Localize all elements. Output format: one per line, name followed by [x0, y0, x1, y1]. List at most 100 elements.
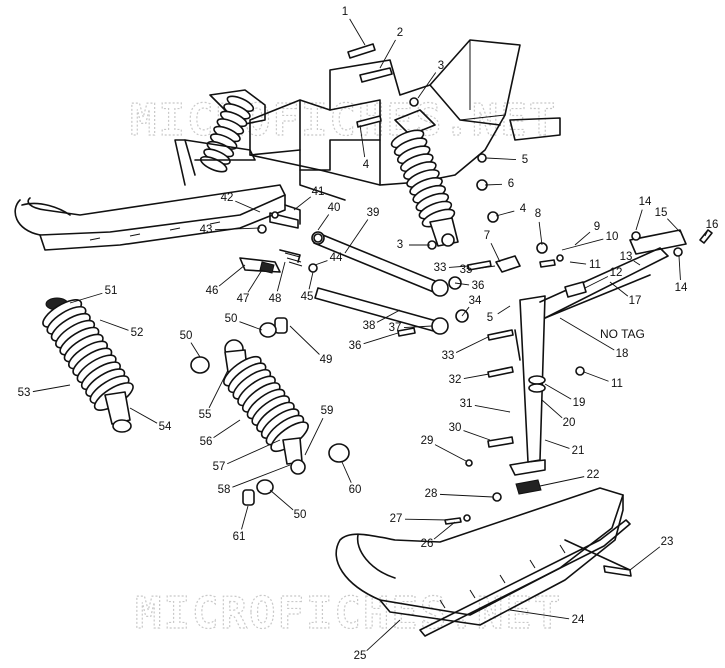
leader-line-c41	[293, 196, 312, 211]
callout-c5b: 5	[487, 312, 493, 324]
callout-c33a: 33	[434, 262, 447, 274]
callout-c61: 61	[233, 531, 246, 543]
callout-c48: 48	[269, 293, 282, 305]
callout-c59: 59	[321, 405, 334, 417]
leader-line-c50a	[239, 321, 263, 331]
leader-line-c10	[561, 238, 604, 251]
callout-c52: 52	[131, 327, 144, 339]
leader-line-c37	[403, 325, 433, 329]
callout-c29: 29	[421, 435, 434, 447]
callout-c55: 55	[199, 409, 212, 421]
leader-line-c28	[439, 493, 494, 498]
callout-c39: 39	[367, 207, 380, 219]
leader-line-c26	[433, 521, 456, 540]
callout-c24: 24	[572, 614, 585, 626]
callout-c4a: 4	[363, 159, 370, 171]
spindle-and-trailing-arm	[495, 229, 687, 476]
leader-line-c51	[69, 292, 103, 304]
callout-c14b: 14	[675, 282, 688, 294]
callout-c40: 40	[328, 202, 341, 214]
leader-line-c21	[544, 439, 570, 449]
leader-line-c39	[344, 219, 369, 254]
leader-line-c29	[434, 444, 467, 462]
leader-line-c46	[218, 264, 246, 287]
leader-line-c34	[461, 306, 470, 317]
callout-c2: 2	[397, 27, 403, 39]
leader-line-c14b	[678, 255, 681, 281]
callout-c17: 17	[629, 295, 642, 307]
callout-c44: 44	[330, 252, 343, 264]
callout-c53: 53	[18, 387, 31, 399]
leader-line-c60	[341, 461, 352, 483]
leader-line-c7	[490, 242, 501, 263]
leader-line-c53	[32, 384, 71, 393]
leader-line-c18	[559, 317, 615, 351]
callout-c28: 28	[425, 488, 438, 500]
leader-line-c9	[574, 231, 591, 246]
callout-c34: 34	[469, 295, 482, 307]
callout-c9: 9	[594, 221, 600, 233]
leader-line-c5b	[497, 305, 511, 315]
callout-c38: 38	[363, 320, 376, 332]
leader-line-c58	[232, 464, 291, 488]
callout-c25: 25	[354, 650, 367, 662]
callout-c50a: 50	[225, 313, 238, 325]
leader-line-c5a	[485, 157, 517, 161]
callout-c15: 15	[655, 207, 668, 219]
callout-c33b: 33	[442, 350, 455, 362]
leader-line-c61	[241, 505, 249, 530]
leader-line-c4b	[495, 210, 515, 217]
callout-c3a: 3	[438, 60, 444, 72]
callout-c58: 58	[218, 484, 231, 496]
leader-line-c48	[276, 261, 286, 292]
callout-c6: 6	[508, 178, 514, 190]
callout-c12: 12	[610, 267, 623, 279]
leader-line-c57	[227, 439, 281, 465]
leader-line-c33a	[448, 265, 469, 268]
leader-line-c56	[213, 419, 241, 439]
leader-line-c59	[304, 417, 324, 456]
center-shock-56	[190, 317, 350, 506]
callout-c4b: 4	[520, 203, 527, 215]
leader-line-c31	[474, 404, 511, 413]
leader-line-c3a	[417, 72, 437, 99]
leader-line-c1	[349, 18, 366, 46]
callout-c23: 23	[661, 536, 674, 548]
leader-line-c11a	[569, 261, 587, 265]
front-shock-52	[42, 297, 134, 433]
leader-line-c50b	[190, 342, 201, 358]
leader-line-c42	[235, 200, 261, 213]
leader-line-c13	[633, 260, 641, 266]
leader-line-c27	[404, 518, 449, 521]
callout-c36a: 36	[472, 280, 485, 292]
callout-leader-lines	[32, 18, 708, 651]
callout-c22: 22	[587, 469, 600, 481]
callout-c43: 43	[200, 224, 213, 236]
callout-c49: 49	[320, 354, 333, 366]
leader-line-c52	[99, 319, 129, 331]
leader-line-c14a	[635, 209, 643, 231]
callout-c42: 42	[221, 192, 234, 204]
leader-line-c33b	[455, 336, 489, 353]
leader-line-c36b	[363, 332, 399, 345]
callout-c13: 13	[620, 251, 633, 263]
callout-c36b: 36	[349, 340, 362, 352]
leader-line-c36a	[454, 282, 470, 286]
callout-c51: 51	[105, 285, 118, 297]
watermark-top: MICROFICHES.NET	[130, 95, 557, 146]
leader-line-c12	[584, 276, 609, 289]
leader-line-c45	[308, 271, 314, 290]
leader-line-c32	[463, 373, 490, 380]
leader-line-c23	[629, 546, 661, 571]
leader-line-c30	[463, 430, 491, 441]
upper-shock-assembly	[390, 109, 459, 247]
leader-line-c15	[667, 218, 681, 233]
callout-c30: 30	[449, 422, 462, 434]
callout-c32: 32	[449, 374, 462, 386]
leader-line-c43	[214, 227, 261, 231]
leader-line-c2	[379, 39, 396, 69]
leader-line-c19	[544, 383, 572, 400]
callout-c27: 27	[390, 513, 403, 525]
callout-c31: 31	[460, 398, 473, 410]
leader-line-c11b	[583, 371, 609, 382]
